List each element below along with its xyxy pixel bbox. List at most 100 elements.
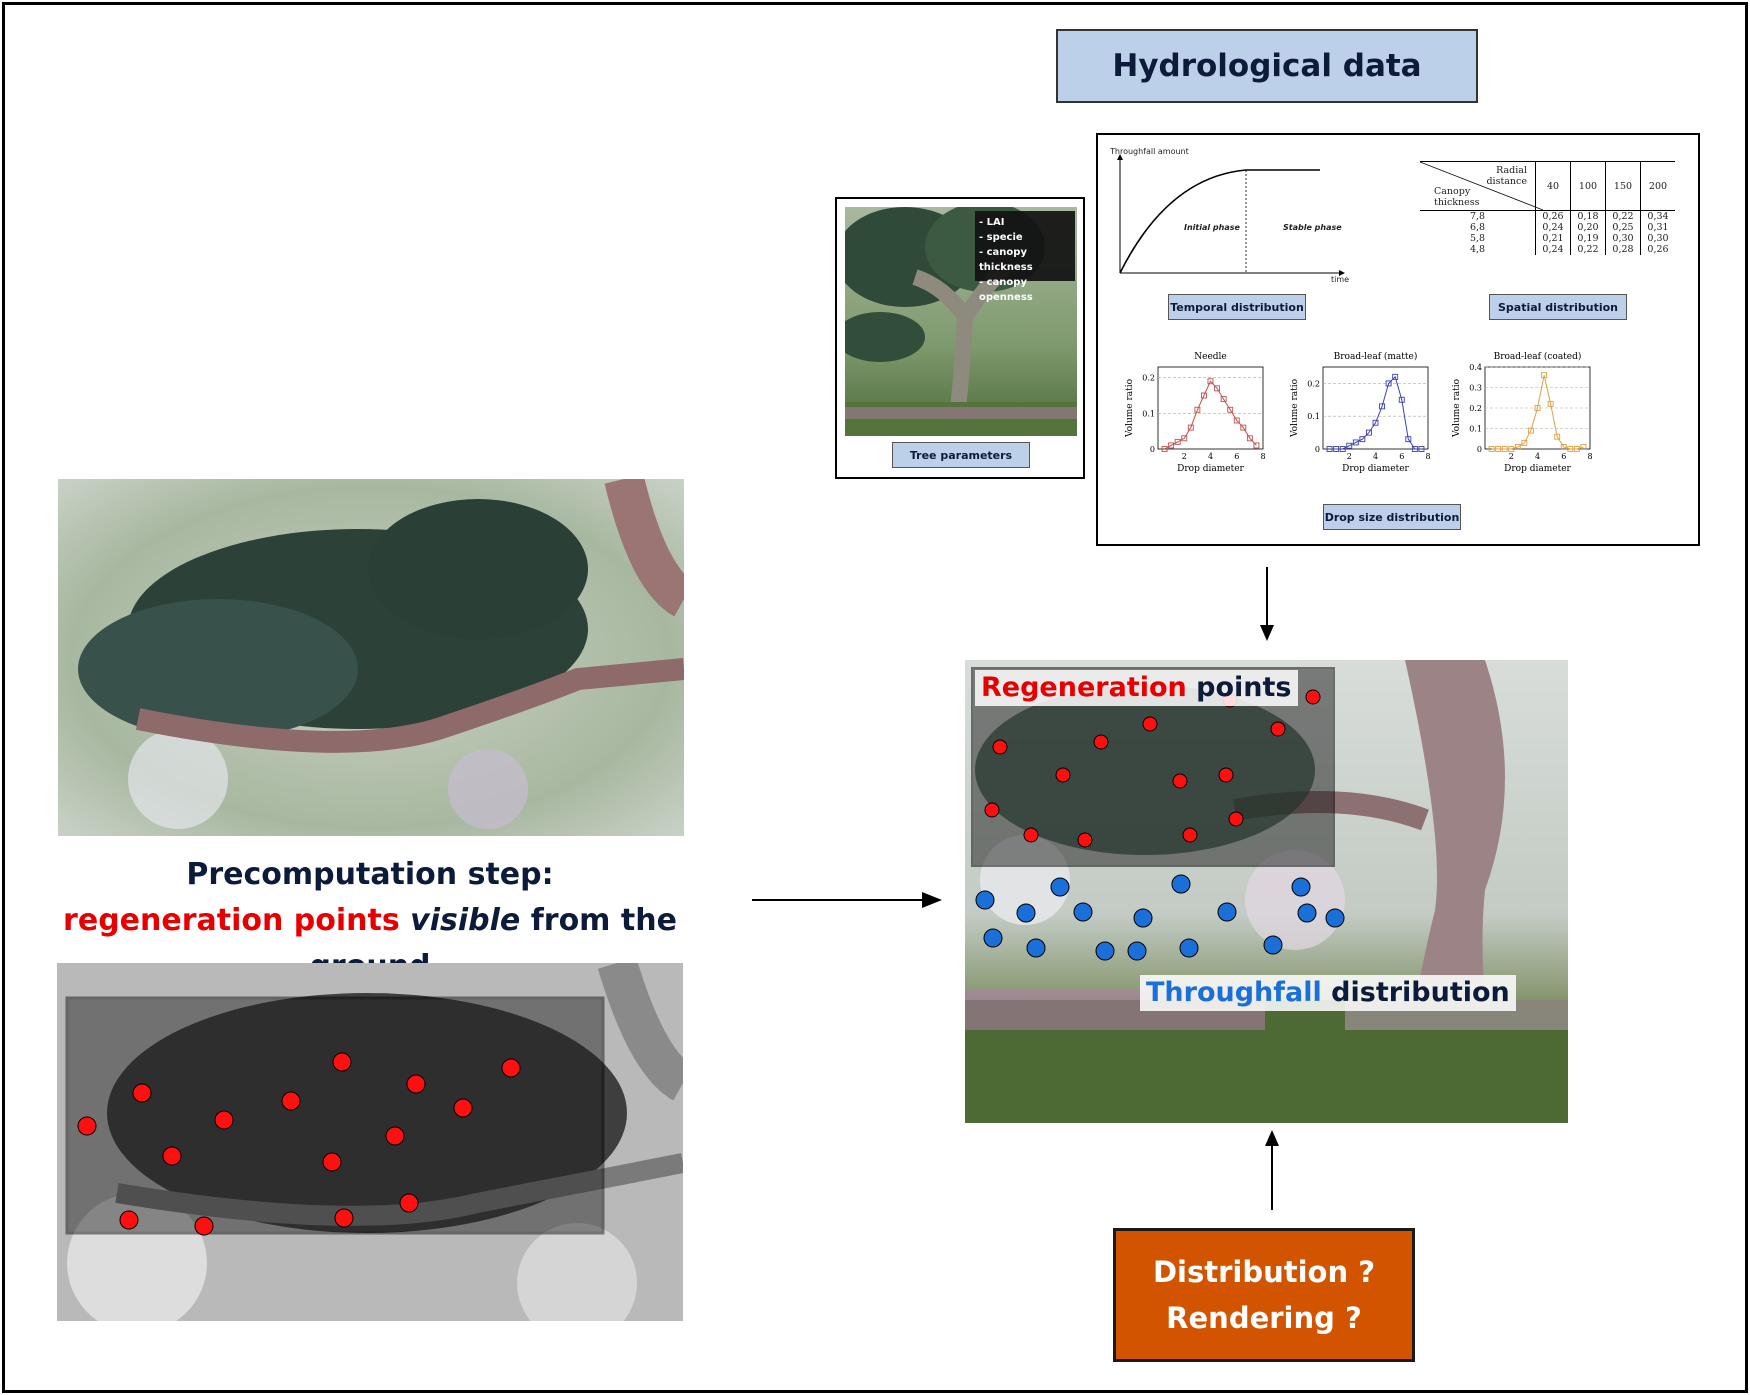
- y-tick-label: 0.2: [1142, 374, 1155, 383]
- distribution-rendering-box: Distribution ? Rendering ?: [1113, 1228, 1415, 1362]
- y-tick-label: 0.1: [1469, 425, 1482, 434]
- data-point: [1253, 442, 1260, 449]
- series-line: [1329, 375, 1422, 450]
- throughfall-dot: [1050, 877, 1070, 897]
- spatial-header-corner: Radial distance Canopy thickness: [1420, 161, 1543, 211]
- arrow-up: [1265, 1130, 1279, 1210]
- y-axis-label: Volume ratio: [1290, 379, 1300, 438]
- data-point: [1346, 442, 1353, 449]
- regen-dot: [77, 1116, 97, 1136]
- throughfall-dot: [1095, 941, 1115, 961]
- throughfall-dot: [1073, 902, 1093, 922]
- data-point: [1527, 427, 1534, 434]
- arrow-right: [752, 892, 942, 908]
- throughfall-dot: [1133, 908, 1153, 928]
- data-point: [1207, 378, 1214, 385]
- regen-dot: [1182, 827, 1198, 843]
- data-point: [1405, 436, 1412, 443]
- data-point: [1567, 446, 1574, 452]
- plot-frame: [1322, 366, 1429, 450]
- temporal-xlabel: time: [1331, 275, 1350, 284]
- grayscale-branch-photo: [57, 963, 683, 1321]
- cell: 0,25: [1605, 222, 1641, 233]
- regen-dot: [132, 1083, 152, 1103]
- regen-dot: [194, 1216, 214, 1236]
- col-head: 100: [1570, 161, 1606, 211]
- row-head: 4,8: [1420, 244, 1536, 255]
- data-panel: Throughfall amount time Initial phase St…: [1096, 133, 1700, 546]
- temporal-chart: [1117, 154, 1345, 276]
- throughfall-dot: [1217, 902, 1237, 922]
- spatial-table-wrap: Radial distance Canopy thickness 40 100 …: [1420, 161, 1675, 255]
- cell: 0,30: [1605, 233, 1641, 244]
- x-tick-label: 6: [1399, 452, 1404, 461]
- regen-dot: [332, 1052, 352, 1072]
- col-head: 150: [1605, 161, 1641, 211]
- x-tick-label: 2: [1347, 452, 1352, 461]
- throughfall-dot: [1026, 938, 1046, 958]
- cell: 0,30: [1647, 233, 1669, 244]
- throughfall-dot: [1171, 874, 1191, 894]
- series-line: [1164, 380, 1257, 450]
- radial-distance-head: Radial distance: [1486, 165, 1527, 187]
- x-axis-label: Drop diameter: [1177, 464, 1244, 474]
- data-point: [1488, 446, 1495, 452]
- param-lai: - LAI: [979, 217, 1005, 228]
- row-head: 7,8: [1420, 210, 1536, 222]
- points-word: points: [1196, 672, 1292, 703]
- data-point: [1227, 406, 1234, 413]
- throughfall-dot: [1179, 938, 1199, 958]
- hydrological-data-title: Hydrological data: [1056, 29, 1478, 103]
- arrow-down: [1260, 567, 1274, 641]
- tree-parameters-panel: - LAI - specie - canopy thickness - cano…: [835, 197, 1085, 479]
- tree-param-list: - LAI - specie - canopy thickness - cano…: [979, 215, 1083, 305]
- data-point: [1495, 446, 1502, 452]
- data-point: [1411, 446, 1418, 452]
- row-head: 5,8: [1420, 233, 1536, 244]
- distribution-word: distribution: [1331, 977, 1510, 1008]
- data-point: [1385, 380, 1392, 387]
- chart-title: Needle: [1194, 352, 1227, 362]
- regen-dot: [385, 1126, 405, 1146]
- data-point: [1541, 372, 1548, 379]
- initial-phase-label: Initial phase: [1184, 223, 1240, 232]
- x-tick-label: 2: [1509, 452, 1514, 461]
- canopy-thickness-head: Canopy thickness: [1434, 186, 1480, 208]
- regen-points-red: regeneration points: [63, 903, 400, 938]
- data-point: [1181, 435, 1188, 442]
- x-axis-label: Drop diameter: [1342, 464, 1409, 474]
- throughfall-dot: [1297, 903, 1317, 923]
- cell: 0,28: [1605, 244, 1641, 255]
- cell: 0,20: [1570, 222, 1606, 233]
- data-point: [1352, 439, 1359, 446]
- y-axis-label: Volume ratio: [1125, 379, 1135, 438]
- visible-italic: visible: [410, 903, 521, 938]
- regen-dot: [399, 1193, 419, 1213]
- cell: 0,22: [1605, 210, 1641, 222]
- regen-dot: [334, 1208, 354, 1228]
- data-point: [1573, 446, 1580, 452]
- regen-dot: [1093, 734, 1109, 750]
- regen-dot: [162, 1146, 182, 1166]
- data-point: [1554, 433, 1561, 440]
- param-canopy-openness: - canopy openness: [979, 277, 1033, 303]
- throughfall-word: Throughfall: [1146, 977, 1322, 1008]
- regen-dots-scene: [984, 689, 1321, 848]
- x-tick-label: 6: [1234, 452, 1239, 461]
- data-point: [1580, 443, 1587, 450]
- regen-dots-grayscale: [77, 1052, 521, 1236]
- data-point: [1214, 385, 1221, 392]
- data-point: [1194, 406, 1201, 413]
- regen-dot: [406, 1074, 426, 1094]
- data-point: [1246, 435, 1253, 442]
- throughfall-dot: [1263, 935, 1283, 955]
- regen-dot: [214, 1110, 234, 1130]
- cell: 0,22: [1570, 244, 1606, 255]
- y-tick-label: 0.3: [1469, 384, 1482, 393]
- y-tick-label: 0.1: [1142, 409, 1155, 418]
- precomputation-line2: regeneration points visible from the gro…: [20, 898, 720, 990]
